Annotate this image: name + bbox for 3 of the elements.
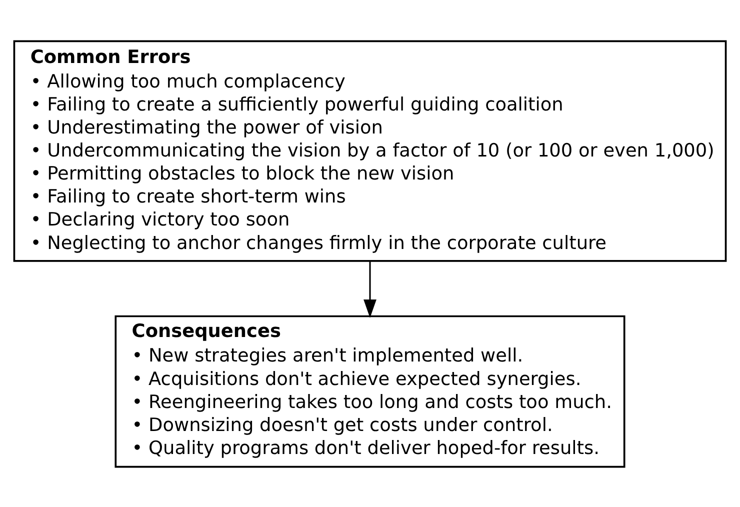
node-box: Consequences • New strategies aren't implemented well. • Acquisitions don't achieve expected synergies. • Reengineering takes too long and costs too much. • Downsizing doesn't get costs under control. • Quality programs don't deliver hoped-for results.	[114, 314, 626, 468]
node-box: Common Errors • Allowing too much complacency • Failing to create a sufficiently powerful guiding coalition • Underestimating the power of vision • Undercommunicating the vision by a factor of 10 (or 100 or even 1,000) • Permitting obstacles to block the new vision • Failing to create short-term wins • Declaring victory too soon • Neglecting to anchor changes firmly in the corporate culture	[13, 40, 727, 262]
arrow	[364, 261, 376, 318]
